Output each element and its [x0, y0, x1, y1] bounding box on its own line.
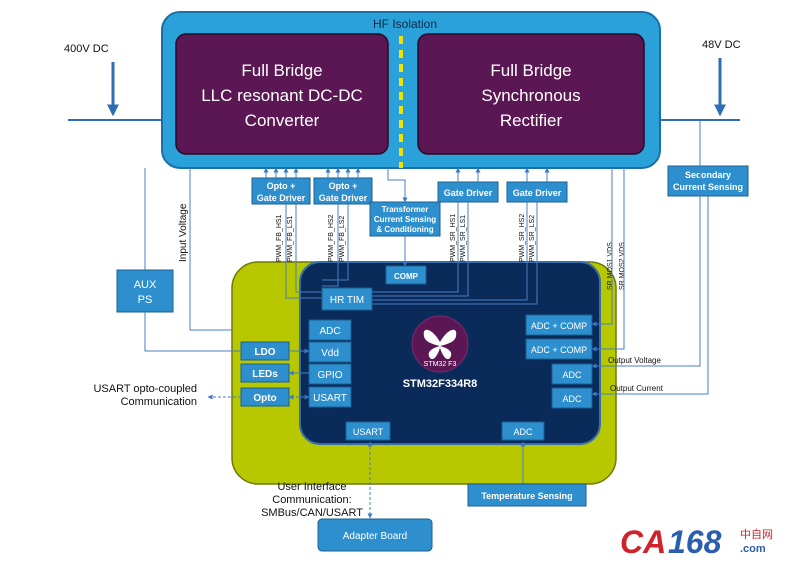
hf-isolation-label: HF Isolation — [373, 17, 437, 31]
gpio-block — [308, 363, 352, 385]
aux-ps-line1: AUX — [134, 279, 157, 291]
usart-left-label: USART — [313, 393, 347, 404]
output-voltage-dc-label: 48V DC — [702, 39, 741, 51]
rectifier-block — [417, 33, 645, 155]
adc-comp-1-block — [525, 314, 593, 336]
adc-right-1-label: ADC — [562, 370, 582, 380]
opto-gate-driver-2 — [313, 177, 373, 205]
pwm-fb-ls1-label: PWM_FB_LS1 — [287, 216, 294, 262]
adc-right-2-block — [551, 387, 593, 409]
secondary-current-sensing-line1: Secondary — [685, 170, 731, 180]
pwm-sr-ls1-label: PWM_SR_LS1 — [460, 215, 467, 262]
adc-left-label: ADC — [319, 326, 340, 337]
comp-block — [385, 265, 427, 285]
svg-text:.com: .com — [740, 543, 766, 555]
output-voltage-label: Output Voltage — [608, 356, 661, 365]
ui-comm-line3: SMBus/CAN/USART — [261, 507, 363, 519]
transformer-current-sensing — [369, 201, 441, 237]
secondary-current-sensing-line2: Current Sensing — [673, 182, 743, 192]
svg-text:中自网: 中自网 — [740, 528, 773, 541]
adc-comp-2-block — [525, 338, 593, 360]
sr-mos1-vds-label: SR MOS1 VDS — [607, 242, 614, 290]
transformer-sensing-line2: Current Sensing — [374, 215, 436, 224]
output-current-line — [591, 196, 709, 397]
output-current-label: Output Current — [610, 384, 664, 393]
adc-bottom-block — [501, 421, 545, 441]
opto-gate-driver-2-line1: Opto + — [329, 181, 358, 191]
pwm-sr-ls2-label: PWM_SR_LS2 — [529, 215, 536, 262]
aux-output-line — [144, 312, 240, 352]
rectifier-title-line3: Rectifier — [500, 111, 563, 130]
llc-title-line1: Full Bridge — [241, 61, 322, 80]
rectifier-title-line1: Full Bridge — [490, 61, 571, 80]
sr-mos2-vds-line — [591, 168, 625, 352]
sr-mos2-vds-label: SR MOS2 VDS — [619, 242, 626, 290]
svg-text:CA: CA — [620, 524, 666, 560]
temperature-sensing-label: Temperature Sensing — [481, 491, 572, 501]
adc-right-2-label: ADC — [562, 394, 582, 404]
adc-bottom-label: ADC — [513, 427, 533, 437]
opto-gate-driver-1-line1: Opto + — [267, 181, 296, 191]
opto-gate-driver-1-line2: Gate Driver — [257, 193, 306, 203]
ldo-label: LDO — [254, 347, 275, 358]
driver-up-arrows — [263, 167, 550, 182]
opto-gate-driver-2-line2: Gate Driver — [319, 193, 368, 203]
transformer-sensing-line1: Transformer — [382, 205, 429, 214]
gpio-label: GPIO — [317, 370, 342, 381]
ca168-logo: CA 168 中自网 .com — [620, 524, 773, 560]
adc-left-block — [308, 319, 352, 341]
transformer-sense-feed — [387, 168, 408, 203]
hr-tim-block — [321, 287, 373, 311]
gate-driver-2-label: Gate Driver — [513, 188, 562, 198]
aux-ps-line2: PS — [138, 294, 153, 306]
adapter-board-block — [317, 518, 433, 552]
adc-comp-1-label: ADC + COMP — [531, 321, 587, 331]
usart-comm-line1: USART opto-coupled — [93, 383, 197, 395]
adc-comp-2-label: ADC + COMP — [531, 345, 587, 355]
temperature-sensing-block — [467, 483, 587, 507]
hr-tim-label: HR TIM — [330, 295, 364, 306]
butterfly-icon — [423, 329, 457, 360]
input-voltage-label: Input Voltage — [178, 203, 189, 262]
pwm-fb-hs2-label: PWM_FB_HS2 — [328, 214, 335, 262]
ui-comm-line2: Communication: — [272, 494, 351, 506]
llc-title-line2: LLC resonant DC-DC — [201, 86, 363, 105]
pwm-fb-hs1-label: PWM_FB_HS1 — [276, 214, 283, 262]
usart-bottom-label: USART — [353, 427, 384, 437]
output-voltage-line — [591, 120, 701, 369]
input-voltage-dc-label: 400V DC — [64, 43, 109, 55]
pwm-fb-ls2-label: PWM_FB_LS2 — [339, 216, 346, 262]
transformer-sensing-line3: & Conditioning — [376, 225, 433, 234]
leds-label: LEDs — [252, 369, 278, 380]
pwm-sr-hs2-label: PWM_SR_HS2 — [519, 214, 526, 262]
opto-label: Opto — [253, 393, 276, 404]
llc-title-line3: Converter — [245, 111, 320, 130]
usart-bottom-block — [345, 421, 391, 441]
svg-text:168: 168 — [668, 524, 722, 560]
usart-comm-line2: Communication — [121, 396, 197, 408]
chip-family-label: STM32 F3 — [424, 361, 457, 368]
opto-gate-driver-1 — [251, 177, 311, 205]
sr-mos1-vds-line — [591, 168, 613, 327]
vdd-label: Vdd — [321, 348, 339, 359]
pwm-lines — [285, 202, 538, 305]
ui-comm-line1: User Interface — [277, 481, 346, 493]
llc-converter-block — [175, 33, 389, 155]
adc-right-1-block — [551, 363, 593, 385]
pwm-sr-hs1-label: PWM_SR_HS1 — [450, 214, 457, 262]
comp-label: COMP — [394, 272, 419, 281]
chip-name-label: STM32F334R8 — [403, 378, 478, 390]
adapter-board-label: Adapter Board — [343, 531, 408, 542]
rectifier-title-line2: Synchronous — [481, 86, 580, 105]
gate-driver-1-label: Gate Driver — [444, 188, 493, 198]
